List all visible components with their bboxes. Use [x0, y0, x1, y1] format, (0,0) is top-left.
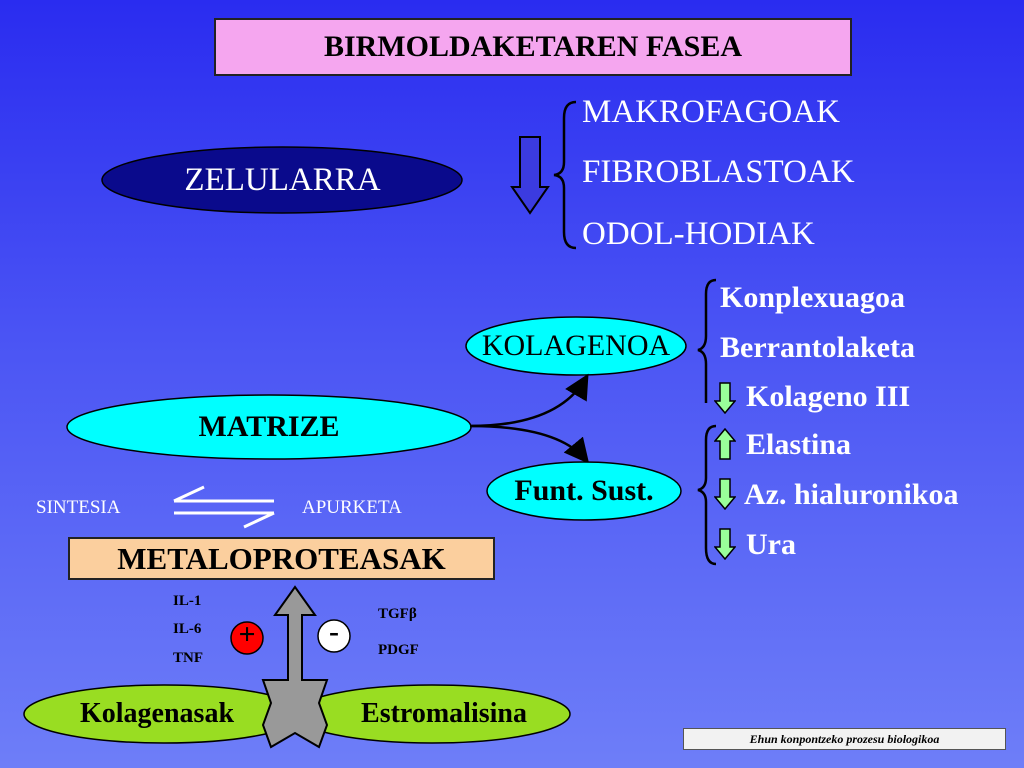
zelularra-item-fibroblastoak: FIBROBLASTOAK	[582, 154, 855, 190]
kolagenoa-item-berrantolaketa: Berrantolaketa	[720, 331, 915, 364]
funt-sust-oval	[486, 461, 682, 521]
brace-icon	[697, 278, 717, 566]
funt-item-ura: Ura	[746, 528, 796, 561]
inhibitor-pdgf: PDGF	[378, 642, 419, 658]
zelularra-label: ZELULARRA	[184, 161, 381, 198]
kolagenoa-item-konplexuagoa: Konplexuagoa	[720, 281, 906, 314]
plus-sign: +	[238, 618, 256, 651]
down-arrow-icon	[714, 478, 736, 510]
kolagenoa-label: KOLAGENOA	[481, 329, 671, 362]
stimulator-il-1: IL-1	[173, 593, 202, 609]
funt-item-elastina: Elastina	[746, 428, 852, 461]
funt-item-az-hialuronikoa: Az. hialuronikoa	[744, 478, 959, 511]
down-arrow-icon	[714, 528, 736, 560]
plus-icon	[230, 621, 264, 655]
equilibrium-arrows-icon	[173, 485, 275, 529]
kolagenasak-label: Kolagenasak	[79, 698, 235, 729]
branch-arrows	[469, 373, 590, 464]
minus-icon	[317, 619, 351, 653]
inhibitor-tgf-beta: TGFβ	[378, 606, 417, 622]
minus-sign: -	[329, 615, 339, 648]
gray-up-arrow-icon	[261, 585, 329, 749]
brace-icon	[553, 100, 577, 250]
zelularra-item-odol-hodiak: ODOL-HODIAK	[582, 216, 815, 252]
funt-sust-label: Funt. Sust.	[514, 474, 654, 507]
page-title: BIRMOLDAKETAREN FASEA	[214, 18, 852, 76]
metaloproteasak-box: METALOPROTEASAK	[68, 537, 495, 580]
stimulator-il-6: IL-6	[173, 621, 202, 637]
zelularra-oval	[101, 146, 463, 214]
stimulator-tnf: TNF	[173, 650, 203, 666]
kolagenoa-item-kolageno-iii: Kolageno III	[746, 380, 911, 413]
footer-caption: Ehun konpontzeko prozesu biologikoa	[683, 728, 1006, 750]
up-arrow-icon	[714, 428, 736, 460]
zelularra-item-makrofagoak: MAKROFAGOAK	[582, 94, 840, 130]
matrize-label: MATRIZE	[198, 410, 340, 443]
down-arrow-icon	[714, 382, 736, 414]
enzyme-ovals	[23, 684, 571, 744]
down-arrow-icon	[510, 136, 550, 215]
apurketa-label: APURKETA	[302, 497, 402, 518]
estromalisina-label: Estromalisina	[361, 698, 527, 729]
sintesia-label: SINTESIA	[36, 497, 121, 518]
